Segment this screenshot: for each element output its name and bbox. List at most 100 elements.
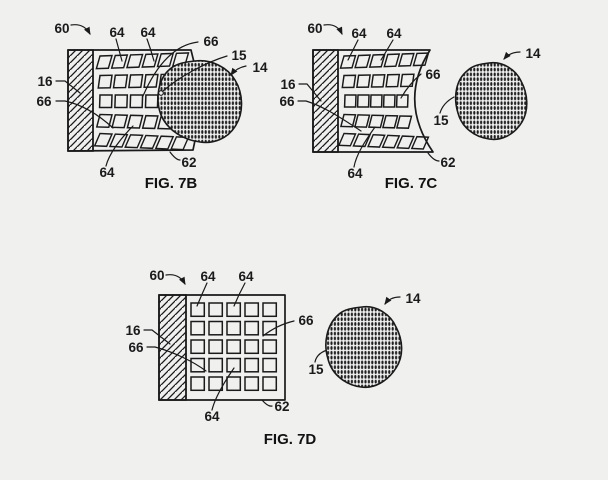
electrode-square	[244, 320, 260, 336]
ref-label-66b-7b: 66	[36, 94, 52, 109]
electrode-square	[114, 94, 129, 109]
ref-label-66a-7d: 66	[298, 313, 314, 328]
electrode-square	[244, 302, 260, 318]
electrode-square	[337, 132, 357, 147]
electrode-row	[190, 320, 278, 336]
electrode-square	[244, 357, 260, 373]
electrode-square	[208, 302, 224, 318]
ref-label-66a-7b: 66	[203, 34, 219, 49]
electrode-square	[226, 376, 242, 392]
figure-caption-7d: FIG. 7D	[264, 431, 317, 448]
leader-line-64c-7b	[105, 125, 134, 167]
leader-line-14-7c	[503, 51, 521, 60]
leader-line-64a-7d	[196, 282, 208, 307]
electrode-row	[190, 302, 278, 318]
leader-line-64c-7c	[353, 126, 376, 168]
electrode-square	[381, 114, 399, 129]
electrode-square	[226, 357, 242, 373]
electrode-square	[190, 357, 206, 373]
figure-7d: 60 64 64 66 16 66 15 14 64 62 FIG. 7D	[125, 268, 421, 448]
electrode-square	[339, 113, 357, 128]
electrode-square	[124, 134, 144, 149]
leader-line-60-7c	[323, 24, 343, 35]
ref-label-66b-7d: 66	[128, 340, 144, 355]
droplet-blob-7c	[454, 61, 528, 141]
electrode-square	[395, 115, 413, 129]
electrode-square	[141, 114, 159, 130]
leader-line-64b-7b	[146, 38, 155, 62]
figure-caption-7c: FIG. 7C	[385, 175, 438, 192]
droplet-blob-7d	[325, 305, 403, 389]
electrode-square	[368, 53, 386, 68]
electrode-square	[126, 114, 144, 129]
electrode-square	[369, 94, 383, 108]
electrode-square	[208, 339, 224, 355]
electrode-square	[125, 53, 144, 69]
ref-label-64a-7c: 64	[351, 26, 367, 41]
electrode-square	[262, 320, 278, 336]
electrode-square	[112, 74, 129, 89]
electrode-square	[381, 134, 401, 149]
ref-label-64b-7d: 64	[238, 269, 254, 284]
electrode-square	[262, 376, 278, 392]
electrode-square	[190, 376, 206, 392]
electrode-square	[190, 320, 206, 336]
leader-line-62-7d	[261, 399, 273, 407]
leader-line-64c-7d	[211, 367, 235, 411]
electrode-row	[190, 339, 278, 355]
electrode-square	[343, 94, 357, 108]
leader-line-15-7b	[162, 55, 228, 92]
electrode-row	[190, 357, 278, 373]
ref-label-16-7c: 16	[280, 77, 296, 92]
electrode-square	[156, 52, 175, 68]
electrode-square	[367, 114, 385, 129]
leader-line-16-7d	[143, 329, 171, 345]
electrode-square	[208, 357, 224, 373]
electrode-square	[383, 53, 401, 68]
electrode-square	[262, 302, 278, 318]
leader-line-66b-7b	[55, 100, 114, 129]
electrode-square	[95, 54, 113, 70]
ref-label-64b-7c: 64	[386, 26, 402, 41]
figure-7c: 60 64 64 66 16 66 15 14 64 62 FIG. 7C	[279, 21, 541, 192]
leader-endpoint-dot-7b	[158, 90, 164, 96]
electrode-square	[396, 135, 415, 150]
electrode-square	[143, 73, 159, 88]
electrode-square	[399, 73, 415, 88]
electrode-square	[354, 54, 372, 69]
ref-label-16-7b: 16	[37, 74, 53, 89]
electrode-square	[353, 114, 371, 128]
leader-line-16-7c	[298, 83, 322, 102]
electrode-square	[226, 302, 242, 318]
leader-line-64b-7d	[233, 282, 246, 307]
leader-line-14-7d	[384, 296, 401, 305]
electrode-square	[412, 52, 430, 67]
electrode-square	[190, 339, 206, 355]
ref-label-66b-7c: 66	[279, 94, 295, 109]
leader-line-60-7b	[70, 24, 91, 35]
figure-caption-7b: FIG. 7B	[145, 175, 198, 192]
leader-line-64b-7c	[380, 39, 394, 61]
ref-label-66a-7c: 66	[425, 67, 441, 82]
electrode-square	[339, 54, 357, 69]
electrode-square	[154, 135, 175, 150]
electrode-square	[341, 74, 357, 89]
leader-line-16-7b	[55, 80, 81, 94]
ref-label-60-7d: 60	[149, 268, 164, 283]
electrode-square	[226, 339, 242, 355]
hatched-substrate-strip-7d	[158, 294, 187, 401]
leader-line-60-7d	[165, 274, 186, 285]
electrode-row	[93, 132, 190, 151]
leader-line-64a-7c	[347, 39, 359, 61]
electrode-square	[98, 94, 113, 109]
hatched-substrate-strip-7b	[67, 49, 94, 152]
electrode-square	[244, 339, 260, 355]
ref-label-16-7d: 16	[125, 323, 141, 338]
electrode-row	[339, 113, 413, 129]
ref-label-64c-7b: 64	[99, 165, 115, 180]
electrode-square	[397, 52, 415, 67]
ref-label-64b-7b: 64	[140, 25, 156, 40]
electrode-square	[97, 74, 113, 89]
